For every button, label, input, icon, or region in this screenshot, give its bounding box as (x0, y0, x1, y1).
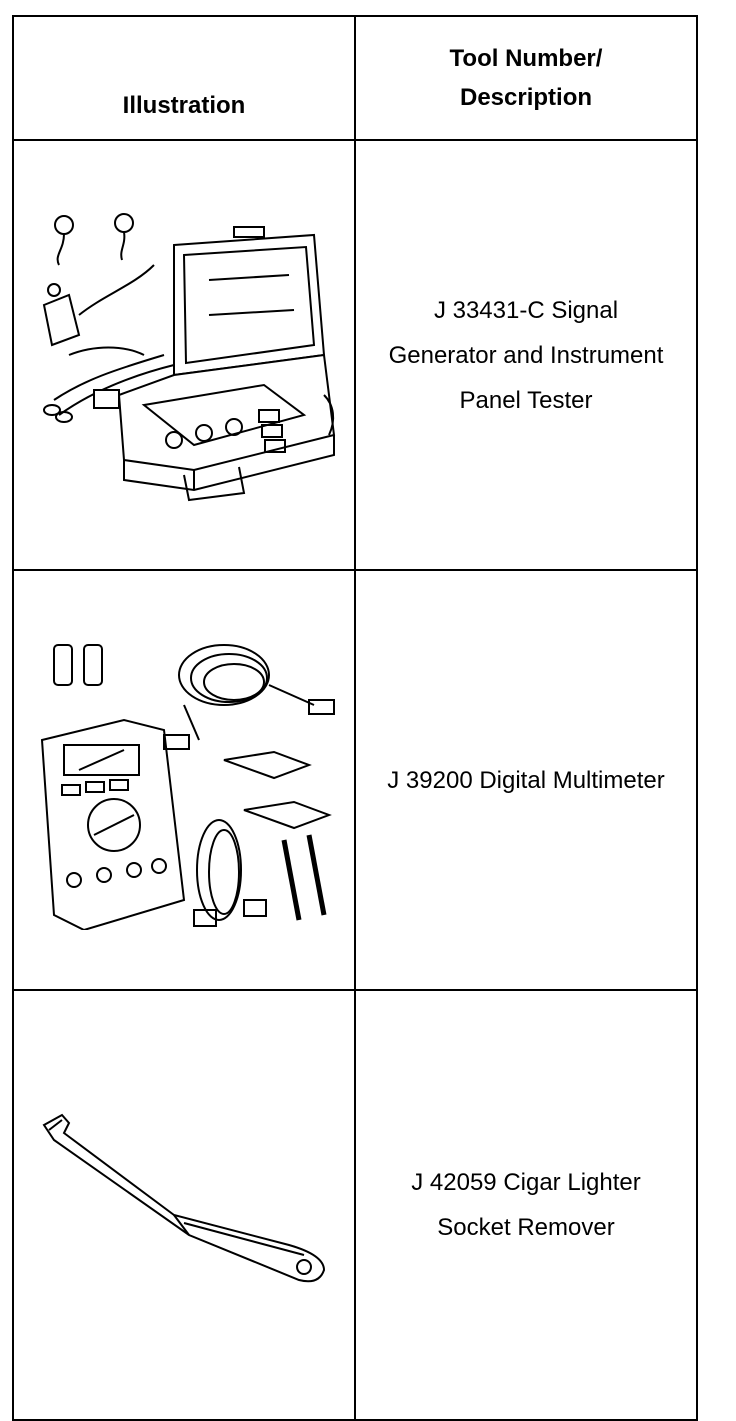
table-header-row: Illustration Tool Number/ Description (12, 15, 698, 141)
illustration-header-label: Illustration (122, 92, 246, 119)
table-row: J 42059 Cigar Lighter Socket Remover (12, 989, 698, 1421)
illustration-cell (12, 139, 356, 571)
illustration-column-header: Illustration (12, 15, 356, 141)
tool-description: J 33431-C Signal Generator and Instrumen… (388, 296, 664, 414)
tool-number-header-line-1: Tool Number/ (449, 45, 603, 72)
illustration-cell (12, 989, 356, 1421)
description-cell: J 42059 Cigar Lighter Socket Remover (354, 989, 698, 1421)
socket-remover-tool-icon (42, 1113, 326, 1283)
illustration-cell (12, 569, 356, 991)
digital-multimeter-kit-icon (40, 644, 335, 930)
signal-generator-kit-icon (42, 213, 336, 502)
tool-description: J 42059 Cigar Lighter Socket Remover (411, 1169, 641, 1241)
description-cell: J 39200 Digital Multimeter (354, 569, 698, 991)
tool-description: J 39200 Digital Multimeter (387, 766, 665, 794)
tool-number-header-line-2: Description (459, 84, 593, 111)
table-row: J 33431-C Signal Generator and Instrumen… (12, 139, 698, 571)
tool-table: Illustration Tool Number/ Description (12, 15, 698, 1421)
table-row: J 39200 Digital Multimeter (12, 569, 698, 991)
description-cell: J 33431-C Signal Generator and Instrumen… (354, 139, 698, 571)
tool-number-column-header: Tool Number/ Description (354, 15, 698, 141)
